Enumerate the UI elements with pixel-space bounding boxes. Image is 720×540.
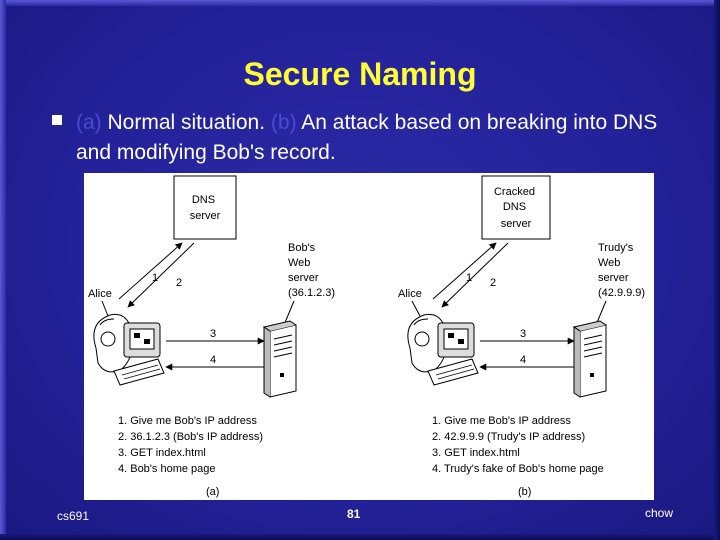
slide-edge (0, 0, 720, 6)
arrow-2 (127, 242, 195, 308)
steps-list: 1. Give me Bob's IP address 2. 42.9.9.9 … (432, 415, 604, 475)
dns-server-label: DNS server (190, 194, 221, 222)
text-a: Normal situation. (101, 111, 271, 134)
server-pointer (595, 300, 607, 326)
label-a: (a) (76, 111, 102, 134)
label-b: (b) (270, 111, 297, 134)
caption-a: (a) (206, 486, 219, 498)
alice-computer-icon (407, 313, 479, 386)
dns-server-box (173, 175, 237, 240)
arrow-label-4: 4 (210, 354, 216, 366)
alice-label: Alice (398, 288, 422, 300)
dns-attack-figure: DNS server 1 2 Bob's Web server (36.1.2.… (84, 173, 654, 500)
footer-page-number: 81 (347, 507, 361, 521)
panel-b: Cracked DNS server 1 2 Trudy's Web serve… (398, 175, 645, 498)
arrow-label-3: 3 (210, 328, 216, 340)
arrow-label-2: 2 (490, 277, 496, 289)
arrow-label-4: 4 (520, 354, 526, 366)
dns-server-box (481, 175, 551, 240)
arrow-1 (118, 242, 183, 300)
arrow-label-1: 1 (466, 272, 472, 284)
dns-server-label: Cracked DNS server (494, 186, 538, 230)
server-pointer (283, 300, 295, 326)
slide-edge (0, 0, 6, 540)
slide-edge (714, 0, 720, 540)
alice-label: Alice (88, 288, 112, 300)
alice-computer-icon (93, 313, 165, 386)
alice-pointer (411, 300, 421, 317)
arrow-label-2: 2 (176, 277, 182, 289)
footer-author: chow (645, 506, 674, 520)
bullet-square-icon (52, 115, 62, 125)
slide-title: Secure Naming (243, 56, 477, 92)
bullet-text: (a) Normal situation. (b) An attack base… (76, 108, 696, 168)
text-b: An attack based on breaking into DNS and… (76, 111, 658, 164)
web-server-label: Trudy's Web server (42.9.9.9) (598, 242, 645, 299)
panel-a: DNS server 1 2 Bob's Web server (36.1.2.… (88, 175, 335, 498)
slide-edge (0, 534, 720, 540)
steps-list: 1. Give me Bob's IP address 2. 36.1.2.3 … (118, 415, 266, 475)
alice-pointer (101, 300, 109, 317)
web-server-label: Bob's Web server (36.1.2.3) (288, 242, 335, 299)
arrow-label-3: 3 (520, 328, 526, 340)
arrow-label-1: 1 (152, 272, 158, 284)
arrow-1 (432, 242, 497, 300)
web-server-icon (572, 320, 607, 398)
arrow-2 (441, 242, 509, 308)
caption-b: (b) (518, 486, 531, 498)
web-server-icon (262, 320, 297, 398)
footer-course: cs691 (57, 509, 90, 523)
